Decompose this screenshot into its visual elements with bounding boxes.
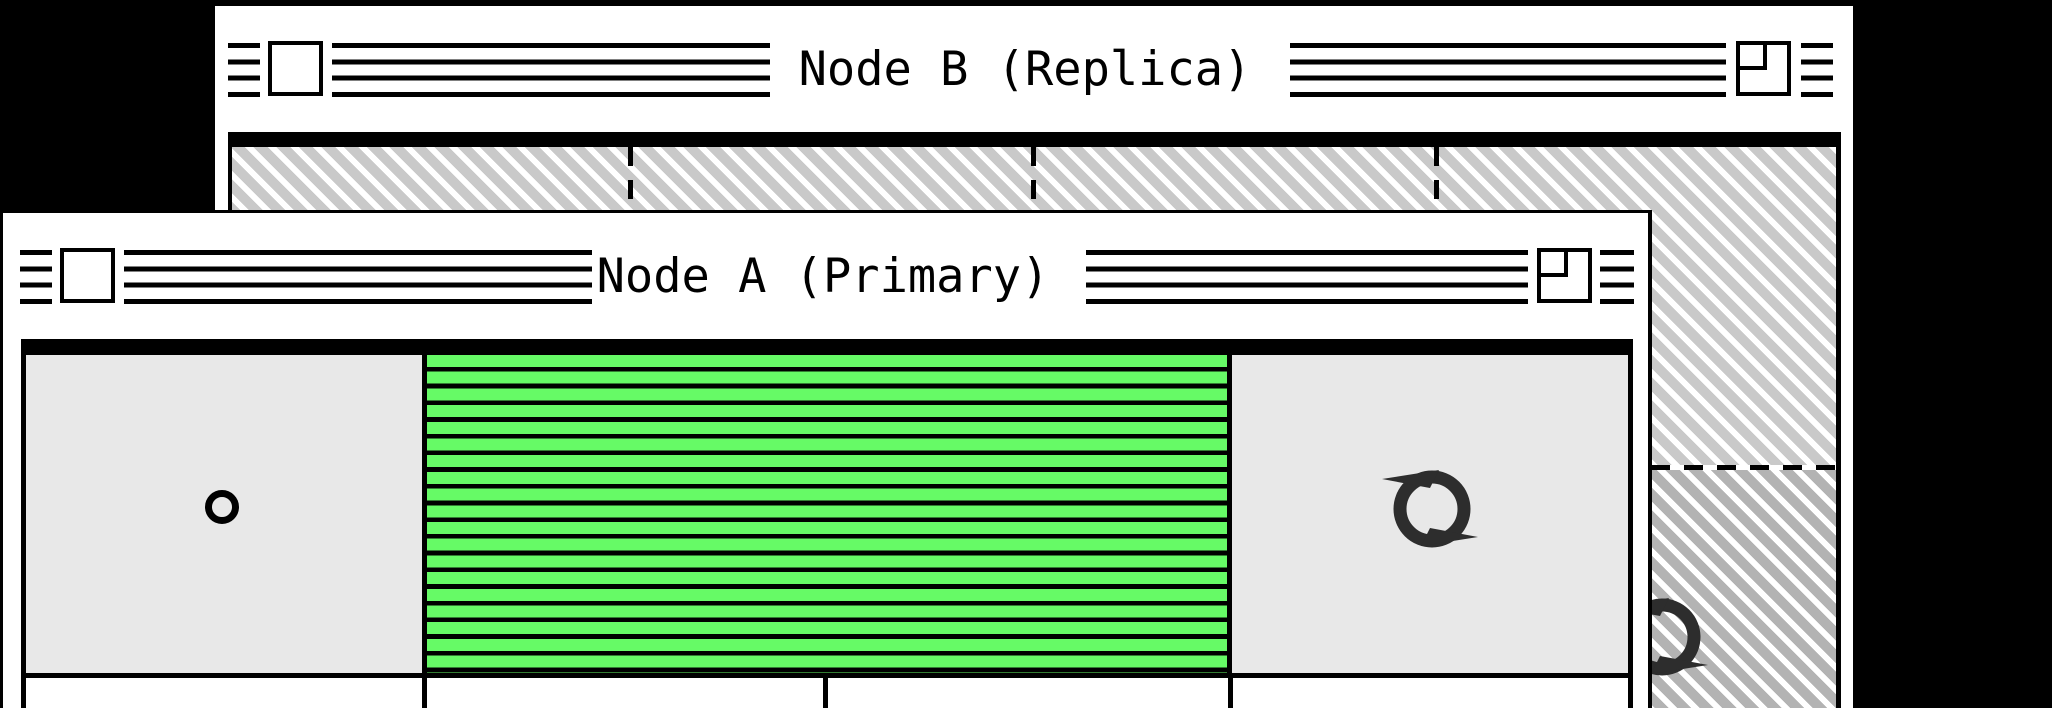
close-box[interactable]: [268, 41, 323, 96]
zoom-box[interactable]: [1537, 248, 1592, 303]
titlebar-stripes-right-stub: [1801, 43, 1833, 97]
row2-cell-divider: [823, 678, 828, 708]
window-title-node-a: Node A (Primary): [596, 249, 1050, 304]
content-right-border: [1628, 355, 1633, 708]
zoom-box[interactable]: [1736, 41, 1791, 96]
content-top-border: [228, 132, 1841, 147]
zoom-box-glyph-icon: [1541, 252, 1569, 278]
content-right-border: [1836, 147, 1841, 708]
sync-arrows-icon: [1382, 467, 1478, 549]
titlebar-stripes-left-stub: [20, 250, 52, 304]
titlebar-node-a[interactable]: Node A (Primary): [3, 213, 1648, 339]
row2-cell-divider: [1228, 678, 1233, 708]
window-title-node-b: Node B (Replica): [798, 42, 1252, 97]
close-box[interactable]: [60, 248, 115, 303]
titlebar-stripes-left: [124, 250, 592, 304]
window-node-a: Node A (Primary): [0, 210, 1652, 708]
titlebar-stripes-right: [1290, 43, 1726, 97]
titlebar-stripes-right: [1086, 250, 1528, 304]
row2-cell-divider: [422, 678, 427, 708]
content-top-border: [21, 339, 1633, 355]
titlebar-node-b[interactable]: Node B (Replica): [215, 6, 1853, 132]
titlebar-stripes-right-stub: [1600, 250, 1634, 304]
row-divider: [21, 673, 1633, 678]
titlebar-stripes-left: [332, 43, 770, 97]
replicated-data-region: [422, 355, 1232, 673]
titlebar-stripes-left-stub: [228, 43, 260, 97]
content-left-border: [21, 355, 26, 708]
primary-row1-cell-right: [1232, 355, 1628, 673]
circle-outline-icon: [205, 490, 239, 524]
zoom-box-glyph-icon: [1740, 45, 1768, 71]
